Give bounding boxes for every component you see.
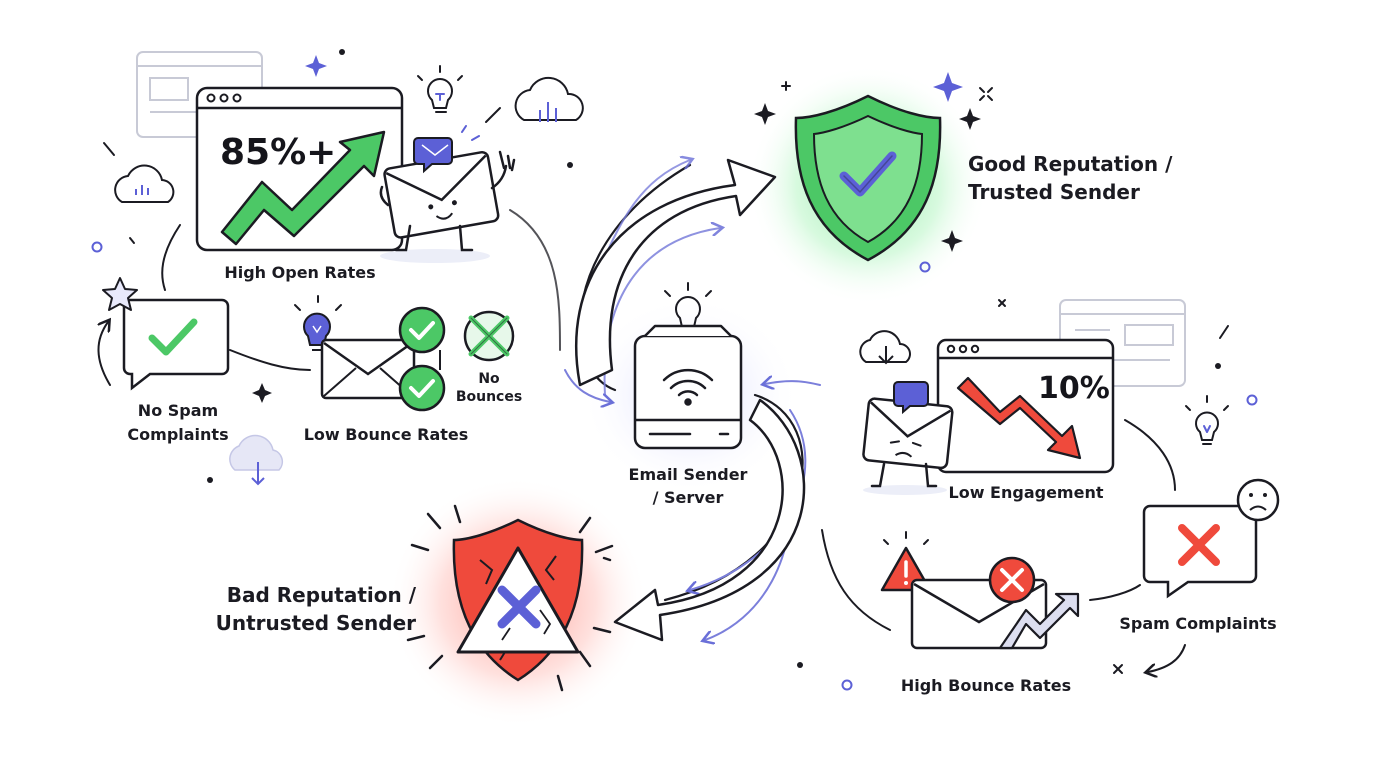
wifi-icon [662,368,714,406]
label-bad-rep-line1: Bad Reputation / [227,583,417,607]
lightbulb-icon [417,65,1229,445]
shield-x-icon [406,504,614,692]
label-no-spam-line1: No Spam [138,401,218,420]
label-no-bounces-line1: No [478,371,500,387]
label-low-engagement: Low Engagement [949,483,1104,502]
label-email-sender-line2: / Server [653,488,724,507]
label-high-open-rates: High Open Rates [224,263,375,282]
x-circle-icon [988,556,1036,604]
happy-envelope-icon [379,125,516,263]
trend-down-arrow-icon [956,376,1082,460]
label-high-bounce-rates: High Bounce Rates [901,676,1071,695]
trend-up-arrow-icon [220,130,386,246]
open-rates-window: 85%+ [195,86,404,252]
small-marks [103,81,1229,674]
label-good-rep-line1: Good Reputation / [968,152,1173,176]
arrow-to-bad [613,398,806,642]
label-bad-rep-line2: Untrusted Sender [216,611,417,635]
shield-check-icon [794,94,942,262]
label-spam-complaints: Spam Complaints [1119,614,1276,633]
check-circle-icon [398,306,446,412]
label-good-rep-line2: Trusted Sender [968,180,1140,204]
label-no-spam-line2: Complaints [127,425,228,444]
cloud-icon [114,76,911,365]
arrow-to-good [575,158,777,387]
open-rate-value: 85%+ [220,132,336,173]
spam-bubble [1142,504,1258,599]
sad-face-icon [1236,478,1280,522]
label-low-bounce-rates: Low Bounce Rates [304,425,469,444]
server-icon [633,324,743,450]
cloud-icon [229,434,284,486]
chat-bubble-icon [893,381,929,415]
engagement-window: 10% [936,338,1115,474]
sparkle-icon [207,49,1221,668]
dot-rings [91,241,1258,691]
low-bounce-envelope [320,338,441,400]
label-email-sender-line1: Email Sender [629,465,748,484]
bounce-arrow-icon [998,592,1080,650]
sad-envelope-icon [862,381,954,495]
no-spam-bubble [122,298,230,391]
engagement-value: 10% [1038,371,1110,406]
label-no-bounces-line2: Bounces [456,389,522,405]
x-circle-icon [463,310,515,362]
star-icon [102,277,138,311]
